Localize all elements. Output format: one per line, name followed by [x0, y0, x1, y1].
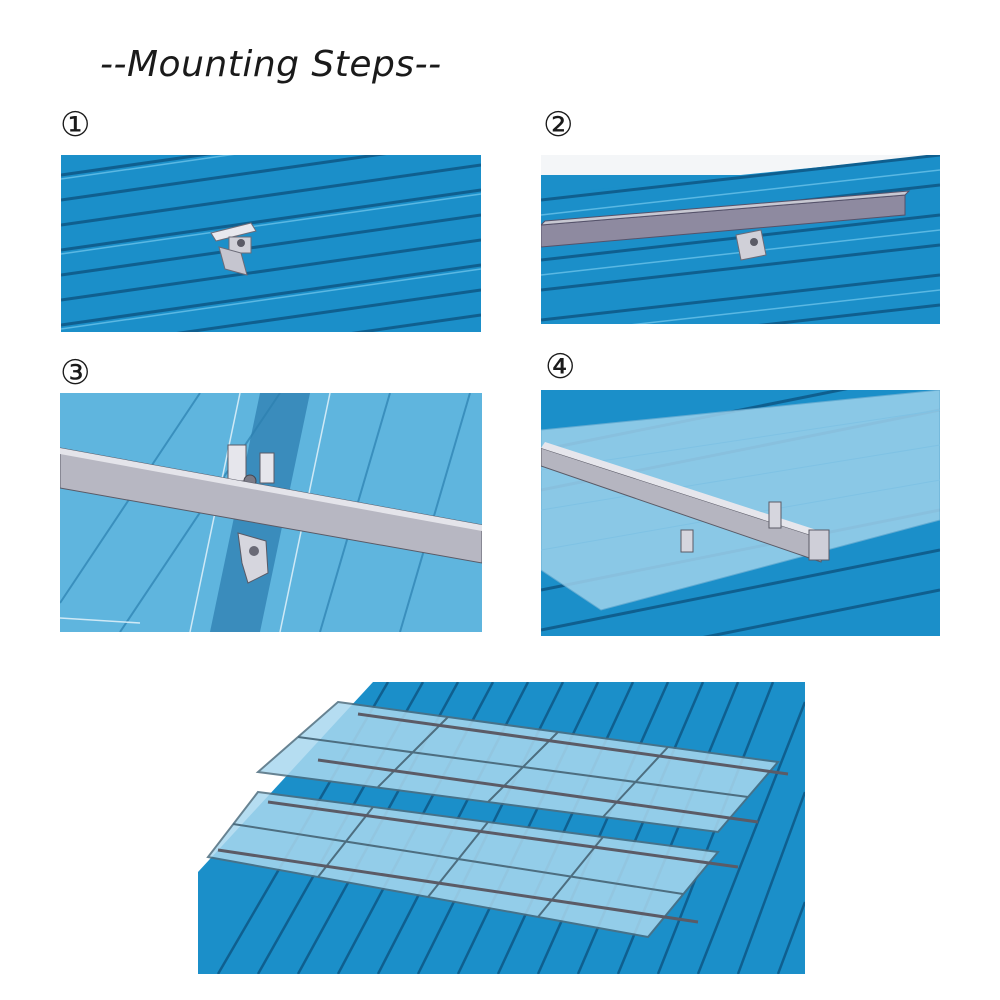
step-1-illustration: [61, 155, 481, 332]
step-4-number: ④: [545, 347, 576, 387]
step-3-illustration: [60, 393, 482, 632]
step-2-number: ②: [543, 105, 574, 145]
step-1-number: ①: [60, 105, 91, 145]
page-title: --Mounting Steps--: [100, 44, 442, 85]
l-bracket: [210, 222, 257, 276]
mounting-rail: [541, 442, 830, 563]
mounting-rail: [541, 190, 911, 248]
step-2-illustration: [541, 155, 940, 324]
mounting-rail: [60, 447, 482, 564]
step-3-number: ③: [60, 353, 91, 393]
step-5-illustration: [198, 682, 805, 974]
step-4-illustration: [541, 390, 940, 636]
